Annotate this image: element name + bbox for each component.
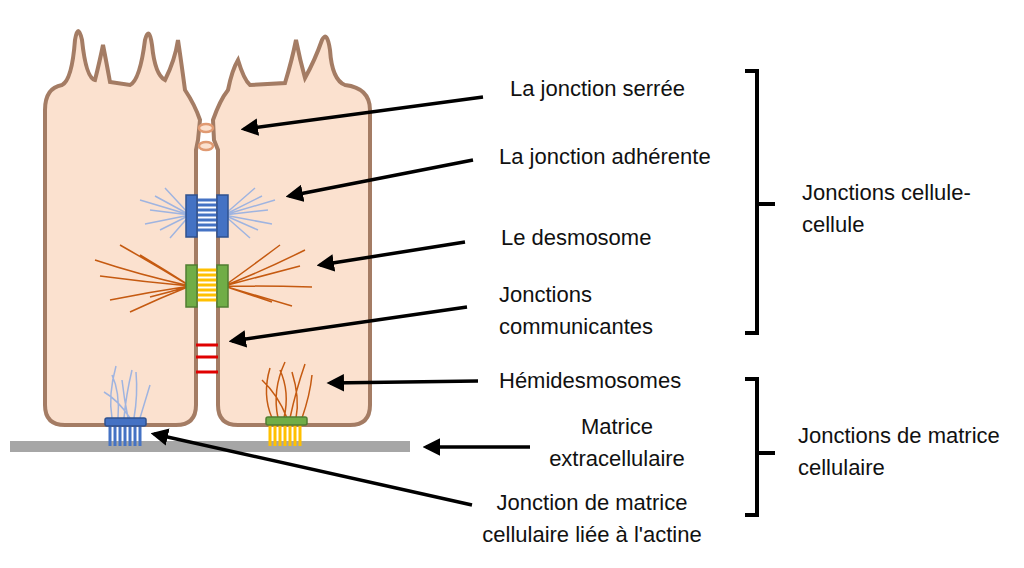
callout-label: Jonctions de matrice cellulaire (798, 420, 1003, 484)
focal-adhesion-plaque (105, 418, 146, 426)
tight-junction (199, 142, 213, 150)
left-cell (45, 31, 200, 425)
hemidesmosome-plaque (266, 417, 307, 425)
adherens-linkers (197, 200, 217, 230)
leader-arrow (154, 434, 472, 505)
intermediate-filaments (95, 245, 312, 312)
leader-arrow (320, 242, 465, 265)
callout-label: La jonction serrée (510, 73, 770, 105)
intermediate-filaments (262, 362, 312, 418)
leader-arrows (154, 97, 530, 505)
leader-arrow (289, 160, 473, 196)
callout-label: Jonctions cellule-cellule (802, 177, 972, 241)
tight-junction (199, 124, 213, 132)
adherens-plaque (186, 195, 197, 237)
callout-label: La jonction adhérente (499, 141, 759, 173)
callout-label: Matrice extracellulaire (532, 411, 702, 475)
leader-arrow (426, 445, 530, 449)
callout-label: Le desmosome (501, 222, 741, 254)
callout-label: Hémidesmosomes (499, 365, 739, 397)
group-bracket (745, 71, 775, 333)
actin-filaments (140, 188, 275, 238)
actin-filaments (104, 366, 150, 418)
gap-junction-channels (196, 345, 218, 372)
leader-arrow (330, 381, 478, 383)
adherens-plaque (217, 195, 228, 237)
leader-arrow (232, 307, 467, 341)
integrin-rods (270, 425, 300, 446)
desmosome-linkers (197, 270, 217, 300)
callout-label: Jonction de matrice cellulaire liée à l'… (457, 487, 727, 551)
desmosome-plaque (217, 265, 228, 307)
integrin-rods (110, 426, 140, 446)
right-cell (213, 37, 370, 425)
callout-label: Jonctions communicantes (499, 279, 689, 343)
group-bracket (745, 379, 775, 515)
leader-arrow (244, 97, 483, 129)
desmosome-plaque (186, 265, 197, 307)
